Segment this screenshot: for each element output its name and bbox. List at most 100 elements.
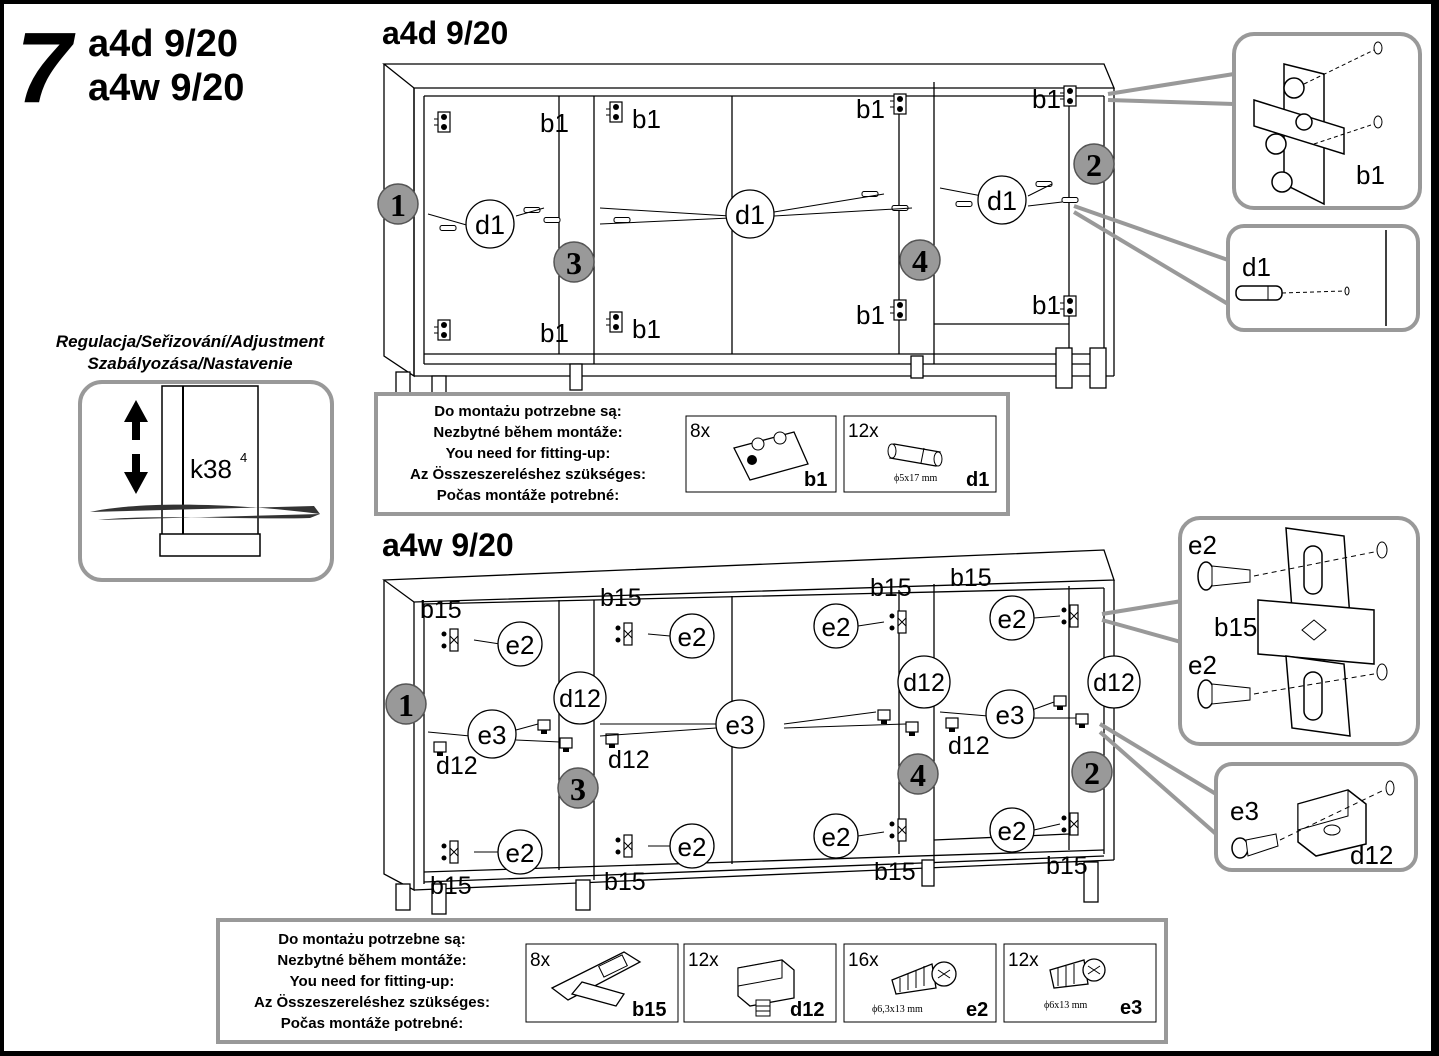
part-qty: 8x [690,421,711,442]
screw-label: e2 [506,630,535,660]
part-code: b15 [632,999,666,1021]
instruction-sheet: 7 a4d 9/20 a4w 9/20 Regulacja/Seřizování… [4,4,1431,1051]
screw-label: e2 [998,816,1027,846]
detail-screw-label: e2 [1188,530,1217,560]
part-item-e2: 16x ϕ6,3x13 mm e2 [843,943,997,1023]
panel-markers-a4d: 1 2 3 4 [377,143,1115,283]
part-size: ϕ5x17 mm [894,473,938,484]
part-code: e3 [1120,997,1142,1019]
parts-box-a4d: Do montażu potrzebne są: Nezbytné během … [374,392,1010,516]
model-code-1: a4d 9/20 [88,23,238,65]
panel-number: 3 [566,245,582,281]
needed-line: Nezbytné během montáže: [277,952,466,969]
hinge-label: b1 [540,108,569,138]
panel-number: 1 [398,687,414,723]
screw-label: e2 [678,622,707,652]
needed-line: You need for fitting-up: [290,973,455,990]
part-item-d1: 12x ϕ5x17 mm d1 [843,415,997,493]
needed-line: Do montażu potrzebne są: [278,931,466,948]
parts-box-a4w: Do montażu potrzebne są: Nezbytné během … [216,918,1168,1044]
screw2-label: e3 [726,710,755,740]
section-title-a4d: a4d 9/20 [382,15,508,51]
dowels-a4d [427,181,1079,231]
needed-line: Počas montáže potrebné: [281,1015,464,1032]
detail-support-d12: e3 d12 [1098,722,1418,872]
part-qty: 16x [848,950,879,971]
section-title-a4w: a4w 9/20 [382,527,514,563]
detail-hinge-b15: e2 b15 e2 [1101,516,1420,746]
part-size: ϕ6x13 mm [1044,1000,1088,1011]
screw2-label: e3 [996,700,1025,730]
support-label: d12 [559,685,601,713]
panel-number: 2 [1086,147,1102,183]
dowel-label: d1 [987,186,1017,216]
part-item-b1: 8x b1 [685,415,837,493]
screw-label: e2 [506,838,535,868]
cabinet-a4w [382,549,1115,915]
needed-line: Az Összeszereléshez szükséges: [410,466,646,483]
step-number: 7 [16,12,76,124]
detail-dowel-label: d1 [1242,252,1271,282]
hinge-label: b1 [856,94,885,124]
support-label: d12 [903,669,945,697]
part-qty: 12x [848,421,879,442]
hinge-label: b15 [604,868,646,896]
adjustment-title-2: Szabályozása/Nastavenie [87,354,292,373]
screw-callouts-a4w: e2 e2 e2 e2 e2 e2 e2 e2 e3 e3 e3 d12 d12… [467,595,1141,875]
part-code: e2 [966,999,988,1021]
hinge-label: b15 [600,584,642,612]
needed-line: Nezbytné během montáže: [433,424,622,441]
hinge-label: b1 [1032,84,1061,114]
part-item-b15: 8x b15 [525,943,679,1023]
hinge-label: b15 [874,858,916,886]
support-label: d12 [948,732,990,760]
adjustment-title-1: Regulacja/Seřizování/Adjustment [56,332,326,351]
dowel-callouts-a4d: d1 d1 d1 [465,175,1027,249]
panel-number: 3 [570,771,586,807]
part-code: d1 [966,469,989,491]
hinge-label: b1 [856,300,885,330]
adjustment-detail: k38 4 [78,380,334,582]
detail-hinge-b1: b1 [1107,32,1422,210]
support-label: d12 [608,746,650,774]
screw-label: e2 [678,832,707,862]
panel-number: 4 [910,757,926,793]
hinge-label: b1 [540,318,569,348]
detail-screw-label: e2 [1188,650,1217,680]
support-label: d12 [436,752,478,780]
needed-line: Az Összeszereléshez szükséges: [254,994,490,1011]
hinge-label: b15 [420,596,462,624]
screw-label: e2 [822,612,851,642]
part-code: b1 [804,469,827,491]
dowel-label: d1 [475,210,505,240]
screw-label: e2 [998,604,1027,634]
panel-number: 1 [390,187,406,223]
panel-number: 4 [912,243,928,279]
part-qty: 12x [1008,950,1039,971]
needed-line: Do montażu potrzebne są: [434,403,622,420]
leader-lines-a4w [427,615,1076,853]
support-labels-a4w: d12 d12 d12 [436,732,990,780]
dowel-label: d1 [735,200,765,230]
hinge-label: b1 [632,104,661,134]
panel-number: 2 [1084,755,1100,791]
detail-hinge-label: b1 [1356,160,1385,190]
detail-screw-label: e3 [1230,796,1259,826]
part-qty: 8x [530,950,551,971]
panel-markers-a4w: 1 2 3 4 [385,683,1113,809]
screw-label: e2 [822,822,851,852]
assembly-diagram: 7 a4d 9/20 a4w 9/20 Regulacja/Seřizování… [16,12,1422,1044]
needed-line: You need for fitting-up: [446,445,611,462]
detail-hinge-label: b15 [1214,612,1257,642]
part-item-d12: 12x d12 [683,943,837,1023]
foot-part-sup: 4 [240,450,247,465]
support-label: d12 [1093,669,1135,697]
part-code: d12 [790,999,824,1021]
hinge-label: b15 [430,872,472,900]
hinge-label: b1 [632,314,661,344]
hinge-labels-a4d: b1 b1 b1 b1 b1 b1 b1 b1 [540,84,1061,348]
hinge-labels-a4w: b15 b15 b15 b15 b15 b15 b15 b15 [420,564,1088,900]
foot-part-label: k38 [190,454,232,484]
part-item-e3: 12x ϕ6x13 mm e3 [1003,943,1157,1023]
screw2-label: e3 [478,720,507,750]
